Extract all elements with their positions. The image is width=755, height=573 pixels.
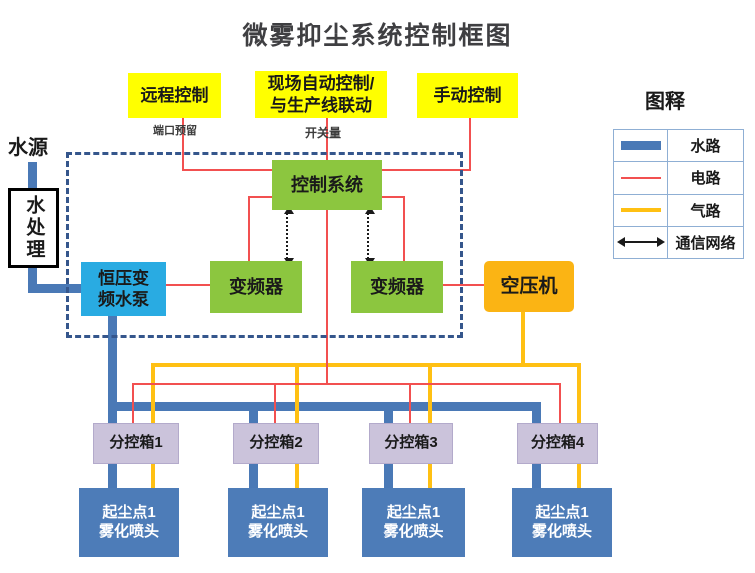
node-label: 手动控制 bbox=[433, 85, 502, 105]
node-label: 起尘点1 bbox=[386, 503, 441, 521]
node-label: 起尘点1 bbox=[535, 503, 589, 521]
water-pipe-trunk bbox=[108, 402, 541, 411]
electric-wire-trunk bbox=[132, 383, 561, 385]
page-title: 微雾抑尘系统控制框图 bbox=[242, 22, 513, 50]
node-label: 现场自动控制/ bbox=[267, 74, 375, 94]
water-pipe-source-to-treatment bbox=[28, 162, 37, 190]
electric-wire-control-right-h bbox=[380, 196, 405, 198]
node-label: 雾化喷头 bbox=[383, 522, 444, 540]
node-sub-box-2: 分控箱2 bbox=[233, 423, 319, 464]
node-air-compressor: 空压机 bbox=[484, 261, 574, 312]
node-label: 分控箱1 bbox=[109, 434, 163, 452]
legend-label: 电路 bbox=[690, 170, 721, 188]
electric-wire-control-left-v bbox=[248, 196, 250, 262]
annotation-port-reserved: 端口预留 bbox=[153, 125, 197, 137]
node-spray-3: 起尘点1 雾化喷头 bbox=[362, 488, 465, 557]
node-label: 水处理 bbox=[23, 195, 45, 261]
node-sub-box-4: 分控箱4 bbox=[517, 423, 598, 464]
air-pipe-trunk bbox=[151, 363, 581, 367]
electric-line-icon bbox=[620, 176, 661, 179]
legend-label: 通信网络 bbox=[675, 234, 736, 252]
air-pipe-compressor-down bbox=[521, 312, 525, 365]
label-water-source: 水源 bbox=[8, 137, 48, 159]
node-auto-control: 现场自动控制/ 与生产线联动 bbox=[255, 71, 387, 118]
electric-wire-group3 bbox=[409, 383, 411, 424]
node-label: 恒压变 bbox=[98, 268, 149, 288]
node-label: 分控箱2 bbox=[249, 434, 303, 452]
comm-network-icon bbox=[616, 237, 665, 248]
legend-row-comm: 通信网络 bbox=[614, 226, 743, 258]
node-label: 起尘点1 bbox=[102, 503, 156, 521]
comm-arrow-icon bbox=[284, 206, 294, 266]
electric-wire-group1 bbox=[132, 383, 134, 424]
electric-wire-control-feed bbox=[326, 208, 328, 385]
air-line-icon bbox=[620, 208, 661, 213]
water-pipe-elbow-to-pump bbox=[28, 284, 83, 293]
node-control-system: 控制系统 bbox=[272, 160, 382, 210]
water-pipe-treatment-out bbox=[28, 260, 37, 293]
electric-wire-pump-inverter bbox=[164, 284, 212, 286]
electric-wire-control-left-h bbox=[248, 196, 274, 198]
node-pump: 恒压变 频水泵 bbox=[81, 262, 166, 316]
node-sub-box-1: 分控箱1 bbox=[93, 423, 179, 464]
electric-wire-control-right-v bbox=[403, 196, 405, 262]
legend-row-air: 气路 bbox=[614, 194, 743, 227]
electric-wire-inverter-compressor bbox=[441, 284, 486, 286]
node-remote-control: 远程控制 bbox=[128, 73, 221, 118]
electric-wire-remote-drop bbox=[182, 118, 184, 171]
electric-wire-manual-drop bbox=[469, 118, 471, 171]
node-label: 雾化喷头 bbox=[247, 522, 308, 540]
node-inverter-right: 变频器 bbox=[351, 261, 443, 313]
node-water-treatment: 水处理 bbox=[8, 188, 59, 268]
node-inverter-left: 变频器 bbox=[210, 261, 302, 313]
node-label: 雾化喷头 bbox=[98, 522, 159, 540]
legend-table: 水路 电路 气路 通信网络 bbox=[613, 129, 744, 259]
node-spray-4: 起尘点1 雾化喷头 bbox=[512, 488, 612, 557]
node-label: 与生产线联动 bbox=[270, 95, 372, 115]
comm-arrow-icon bbox=[365, 206, 375, 266]
node-label: 空压机 bbox=[500, 275, 558, 297]
node-label: 变频器 bbox=[229, 276, 283, 297]
node-label: 起尘点1 bbox=[251, 503, 305, 521]
legend-label: 气路 bbox=[690, 202, 721, 220]
node-label: 变频器 bbox=[370, 276, 424, 297]
node-spray-1: 起尘点1 雾化喷头 bbox=[79, 488, 179, 557]
node-label: 分控箱3 bbox=[384, 434, 438, 452]
electric-wire-auto-drop bbox=[326, 118, 328, 162]
node-label: 控制系统 bbox=[291, 174, 363, 195]
water-line-icon bbox=[620, 141, 661, 151]
node-spray-2: 起尘点1 雾化喷头 bbox=[228, 488, 328, 557]
legend-row-electric: 电路 bbox=[614, 162, 743, 195]
node-label: 分控箱4 bbox=[530, 434, 585, 452]
legend-title: 图释 bbox=[645, 91, 685, 113]
node-label: 雾化喷头 bbox=[531, 522, 592, 540]
legend-row-water: 水路 bbox=[614, 130, 743, 163]
legend-label: 水路 bbox=[690, 138, 721, 156]
electric-wire-group2 bbox=[274, 383, 276, 424]
water-pipe-pump-down-group1 bbox=[108, 314, 117, 488]
node-label: 远程控制 bbox=[140, 85, 209, 105]
dashed-boundary bbox=[66, 152, 463, 338]
annotation-switch-signal: 开关量 bbox=[305, 126, 342, 140]
node-label: 频水泵 bbox=[98, 290, 149, 309]
node-sub-box-3: 分控箱3 bbox=[369, 423, 453, 464]
node-manual-control: 手动控制 bbox=[417, 73, 518, 118]
electric-wire-group4 bbox=[559, 383, 561, 424]
